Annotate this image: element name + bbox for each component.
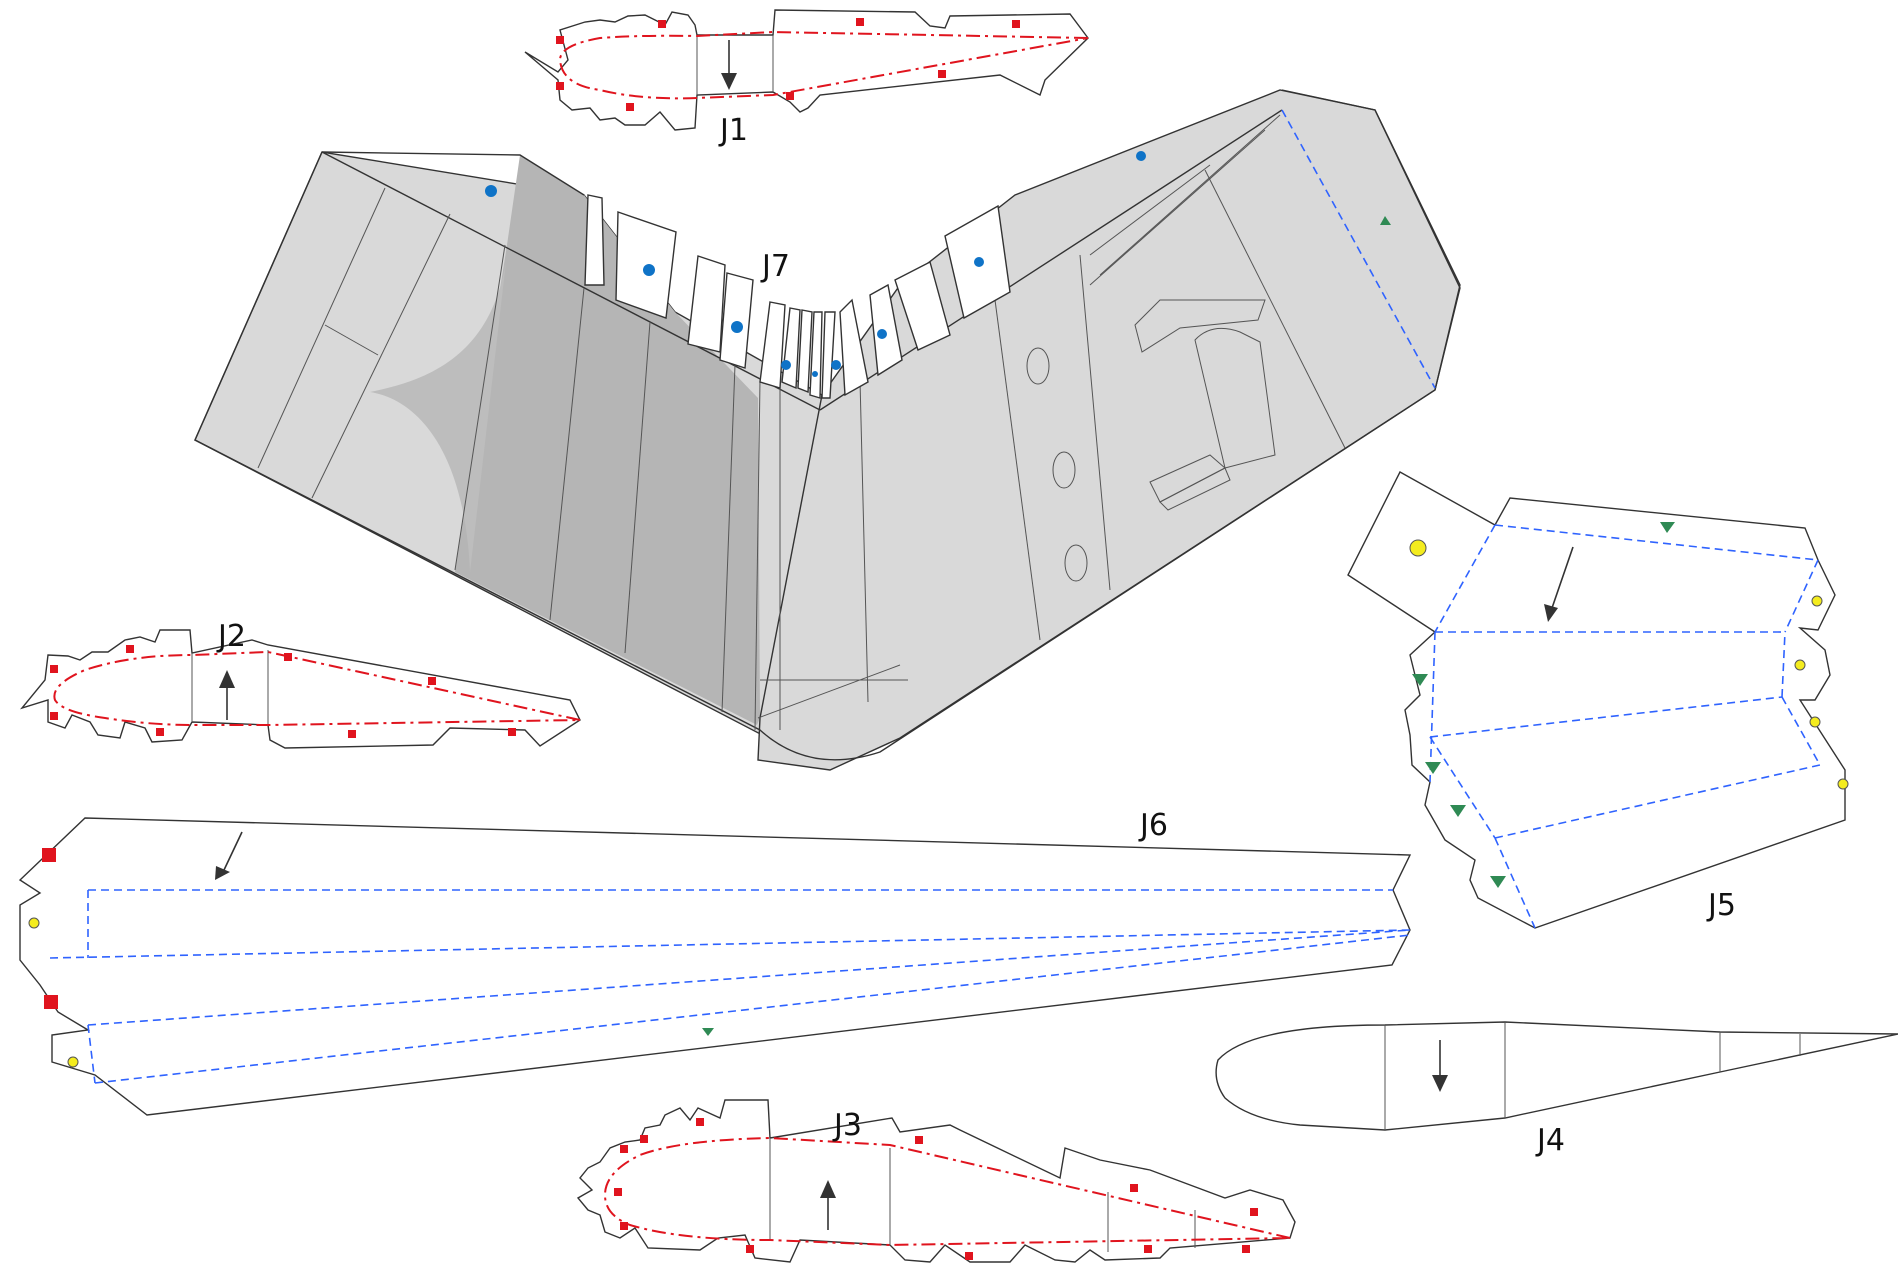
- label-j7: J7: [760, 249, 790, 284]
- wing-markers: [485, 151, 1391, 377]
- j5-outline: [1347, 471, 1846, 929]
- part-j3-airfoil: J3: [576, 1099, 1296, 1263]
- j1-markers: [556, 18, 1020, 111]
- j4-arrow-icon: [1432, 1040, 1448, 1092]
- j6-markers: [28, 848, 714, 1068]
- part-j6-strip: J6: [18, 808, 1412, 1116]
- label-j3: J3: [832, 1108, 862, 1143]
- j6-arrow-icon: [215, 831, 243, 880]
- wing-panel-lines: [257, 114, 1346, 731]
- j1-outline: [524, 9, 1089, 131]
- j3-dividers: [769, 1138, 1196, 1252]
- j6-fold-6: [87, 1024, 96, 1084]
- wing-root-tabs: [584, 194, 1011, 399]
- wing-leading-edge-left: [321, 151, 585, 196]
- j2-profile-line: [53, 650, 581, 726]
- j3-outline: [576, 1099, 1296, 1263]
- j3-markers: [614, 1118, 1258, 1260]
- label-j4: J4: [1535, 1123, 1565, 1158]
- part-j4-airfoil: J4: [1215, 1021, 1898, 1158]
- j4-dividers: [1384, 1022, 1801, 1130]
- j2-markers: [50, 645, 516, 738]
- j5-arrow-icon: [1544, 546, 1574, 622]
- j3-profile-line: [603, 1136, 1291, 1247]
- j1-arrow-icon: [721, 40, 737, 90]
- part-j7-wing: J7: [194, 89, 1461, 771]
- j1-profile-line: [558, 30, 1089, 100]
- wing-holes: [1026, 347, 1088, 582]
- label-j2: J2: [216, 619, 246, 654]
- part-j2-airfoil: J2: [19, 619, 581, 749]
- j6-outline: [18, 817, 1412, 1116]
- wing-shade-curve: [370, 262, 506, 572]
- wing-dark-band: [455, 155, 760, 725]
- label-j6: J6: [1138, 808, 1168, 843]
- j2-arrow-icon: [219, 670, 235, 720]
- part-j1-airfoil: J1: [524, 9, 1089, 148]
- wing-edge-left: [321, 151, 821, 411]
- j4-outline: [1215, 1021, 1898, 1131]
- j2-outline: [19, 629, 581, 749]
- j6-fold-2: [49, 929, 1411, 959]
- part-j5-strip: J5: [1347, 471, 1849, 929]
- label-j5: J5: [1706, 888, 1736, 923]
- wing-fold-line: [1281, 109, 1436, 389]
- wing-outline: [194, 89, 1461, 761]
- label-j1: J1: [718, 113, 748, 148]
- j5-markers: [1409, 522, 1849, 888]
- j5-fold-lines: [1429, 524, 1821, 929]
- wing-cutouts: [1134, 299, 1276, 511]
- j3-arrow-icon: [820, 1180, 836, 1230]
- wing-right-panel: [757, 89, 1461, 771]
